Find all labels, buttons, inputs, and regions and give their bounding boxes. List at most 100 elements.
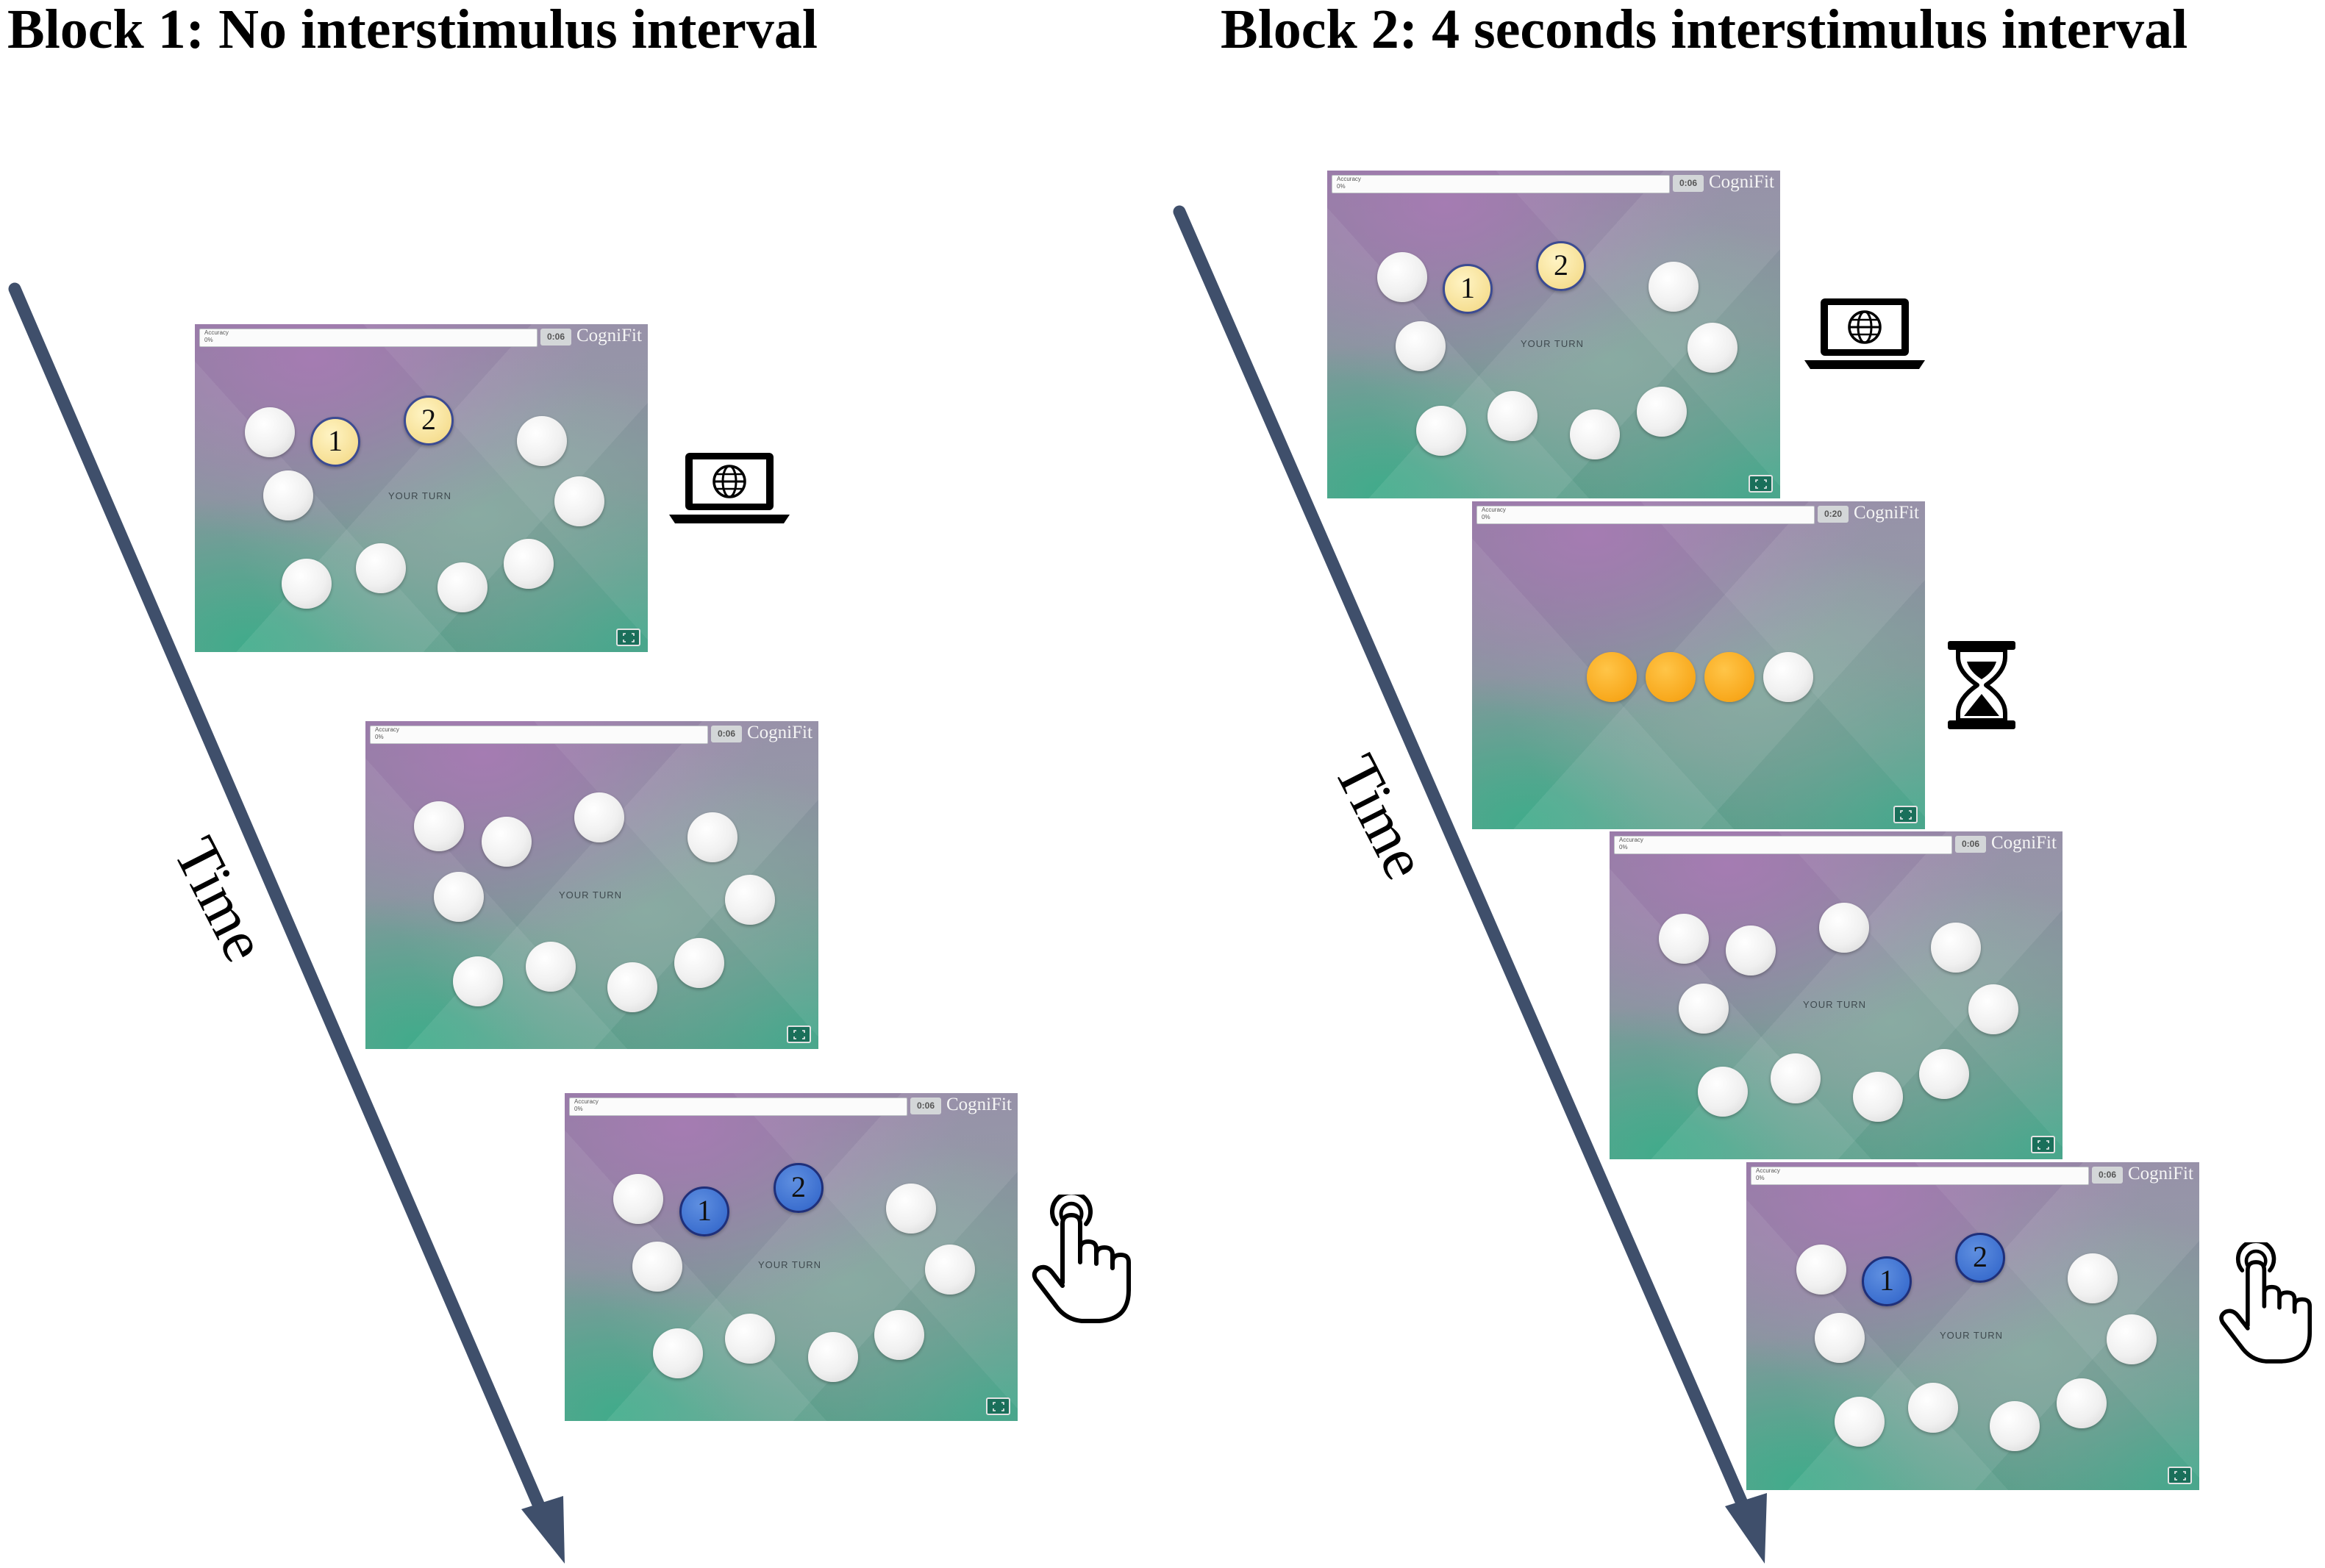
disc[interactable]: [482, 817, 532, 867]
your-turn-label: YOUR TURN: [758, 1259, 822, 1270]
disc[interactable]: [414, 801, 464, 851]
accuracy-label: Accuracy: [204, 329, 229, 336]
disc[interactable]: [653, 1328, 703, 1378]
disc[interactable]: [1416, 406, 1466, 456]
fullscreen-button[interactable]: [1893, 806, 1918, 823]
fullscreen-icon: [623, 633, 635, 642]
fullscreen-icon: [2174, 1471, 2186, 1481]
disc[interactable]: [886, 1184, 936, 1234]
accuracy-value: 0%: [1756, 1175, 1765, 1181]
fullscreen-button[interactable]: [986, 1397, 1010, 1415]
disc[interactable]: [517, 416, 567, 466]
disc[interactable]: [2107, 1314, 2157, 1364]
disc[interactable]: [1698, 1067, 1748, 1117]
b2-game-screen-response: Accuracy 0% 0:06 CogniFit YOUR TURN 1 2: [1746, 1162, 2199, 1490]
b1-game-screen-blank: Accuracy 0% 0:06 CogniFit YOUR TURN: [365, 721, 818, 1049]
disc[interactable]: [1771, 1053, 1821, 1103]
tapping-hand-icon: [2219, 1242, 2312, 1364]
accuracy-value: 0%: [574, 1106, 583, 1112]
fullscreen-button[interactable]: [2031, 1136, 2055, 1153]
disc[interactable]: [1819, 903, 1869, 953]
disc[interactable]: [925, 1245, 975, 1295]
fullscreen-button[interactable]: [787, 1025, 811, 1043]
disc[interactable]: [632, 1242, 682, 1292]
disc[interactable]: [1649, 262, 1699, 312]
accuracy-label: Accuracy: [574, 1098, 599, 1105]
disc[interactable]: [2068, 1253, 2118, 1303]
numbered-disc-1[interactable]: 1: [679, 1186, 729, 1236]
numbered-disc-2[interactable]: 2: [1536, 241, 1586, 291]
disc[interactable]: [1796, 1245, 1846, 1295]
disc[interactable]: [1659, 914, 1709, 964]
disc[interactable]: [874, 1310, 924, 1360]
disc[interactable]: [453, 956, 503, 1006]
tapping-hand-icon: [1032, 1195, 1131, 1323]
fullscreen-button[interactable]: [2168, 1467, 2192, 1484]
disc[interactable]: [1835, 1397, 1885, 1447]
numbered-disc-2[interactable]: 2: [404, 395, 454, 445]
timer: 0:06: [2092, 1167, 2123, 1184]
disc-number: 2: [791, 1170, 806, 1203]
numbered-disc-2[interactable]: 2: [1955, 1233, 2005, 1283]
disc[interactable]: [1488, 391, 1538, 441]
disc[interactable]: [282, 559, 332, 609]
disc[interactable]: [1968, 984, 2018, 1034]
disc[interactable]: [1570, 409, 1620, 459]
numbered-disc-1[interactable]: 1: [1862, 1256, 1912, 1306]
disc[interactable]: [1931, 923, 1981, 973]
disc[interactable]: [526, 942, 576, 992]
disc[interactable]: [504, 539, 554, 589]
block2-time-arrow: [1173, 205, 1767, 1564]
timer: 0:06: [540, 329, 571, 346]
disc[interactable]: [1377, 252, 1427, 302]
numbered-disc-1[interactable]: 1: [1443, 264, 1493, 314]
b2-game-screen-blank: Accuracy 0% 0:06 CogniFit YOUR TURN: [1610, 831, 2062, 1159]
cognifit-logo: CogniFit: [1991, 833, 2057, 853]
disc[interactable]: [1815, 1313, 1865, 1363]
fullscreen-button[interactable]: [1749, 475, 1773, 493]
disc[interactable]: [674, 938, 724, 988]
disc[interactable]: [1679, 984, 1729, 1034]
disc[interactable]: [554, 476, 604, 526]
timer: 0:06: [910, 1098, 941, 1114]
disc[interactable]: [263, 470, 313, 520]
accuracy-label: Accuracy: [1337, 176, 1361, 182]
hourglass-icon: [1948, 641, 2015, 729]
cognifit-logo: CogniFit: [576, 326, 642, 346]
disc[interactable]: [574, 792, 624, 842]
disc[interactable]: [1396, 321, 1446, 371]
disc[interactable]: [808, 1332, 858, 1382]
disc[interactable]: [1726, 926, 1776, 975]
numbered-disc-2[interactable]: 2: [774, 1163, 824, 1213]
wait-dot-filled: [1704, 652, 1754, 702]
disc-number: 1: [328, 424, 343, 457]
disc[interactable]: [1990, 1401, 2040, 1451]
disc[interactable]: [613, 1174, 663, 1224]
accuracy-bar: Accuracy 0%: [199, 329, 538, 347]
disc[interactable]: [434, 872, 484, 922]
numbered-disc-1[interactable]: 1: [310, 417, 360, 467]
top-bar: Accuracy 0% 0:06 CogniFit: [195, 324, 648, 349]
disc[interactable]: [356, 543, 406, 593]
disc[interactable]: [1908, 1383, 1958, 1433]
accuracy-value: 0%: [1337, 183, 1346, 190]
disc[interactable]: [1637, 387, 1687, 437]
wait-dot-filled: [1587, 652, 1637, 702]
top-bar: Accuracy 0% 0:20 CogniFit: [1472, 501, 1925, 526]
cognifit-logo: CogniFit: [2128, 1164, 2193, 1184]
disc[interactable]: [2057, 1378, 2107, 1428]
disc[interactable]: [1919, 1049, 1969, 1099]
disc[interactable]: [1853, 1072, 1903, 1122]
disc[interactable]: [688, 812, 738, 862]
disc-number: 2: [1554, 248, 1568, 282]
fullscreen-button[interactable]: [616, 629, 640, 646]
top-bar: Accuracy 0% 0:06 CogniFit: [1746, 1162, 2199, 1187]
disc[interactable]: [607, 962, 657, 1012]
disc[interactable]: [725, 1314, 775, 1364]
disc[interactable]: [1688, 323, 1738, 373]
disc[interactable]: [438, 562, 488, 612]
accuracy-value: 0%: [1619, 844, 1628, 851]
disc[interactable]: [245, 407, 295, 457]
disc[interactable]: [725, 875, 775, 925]
